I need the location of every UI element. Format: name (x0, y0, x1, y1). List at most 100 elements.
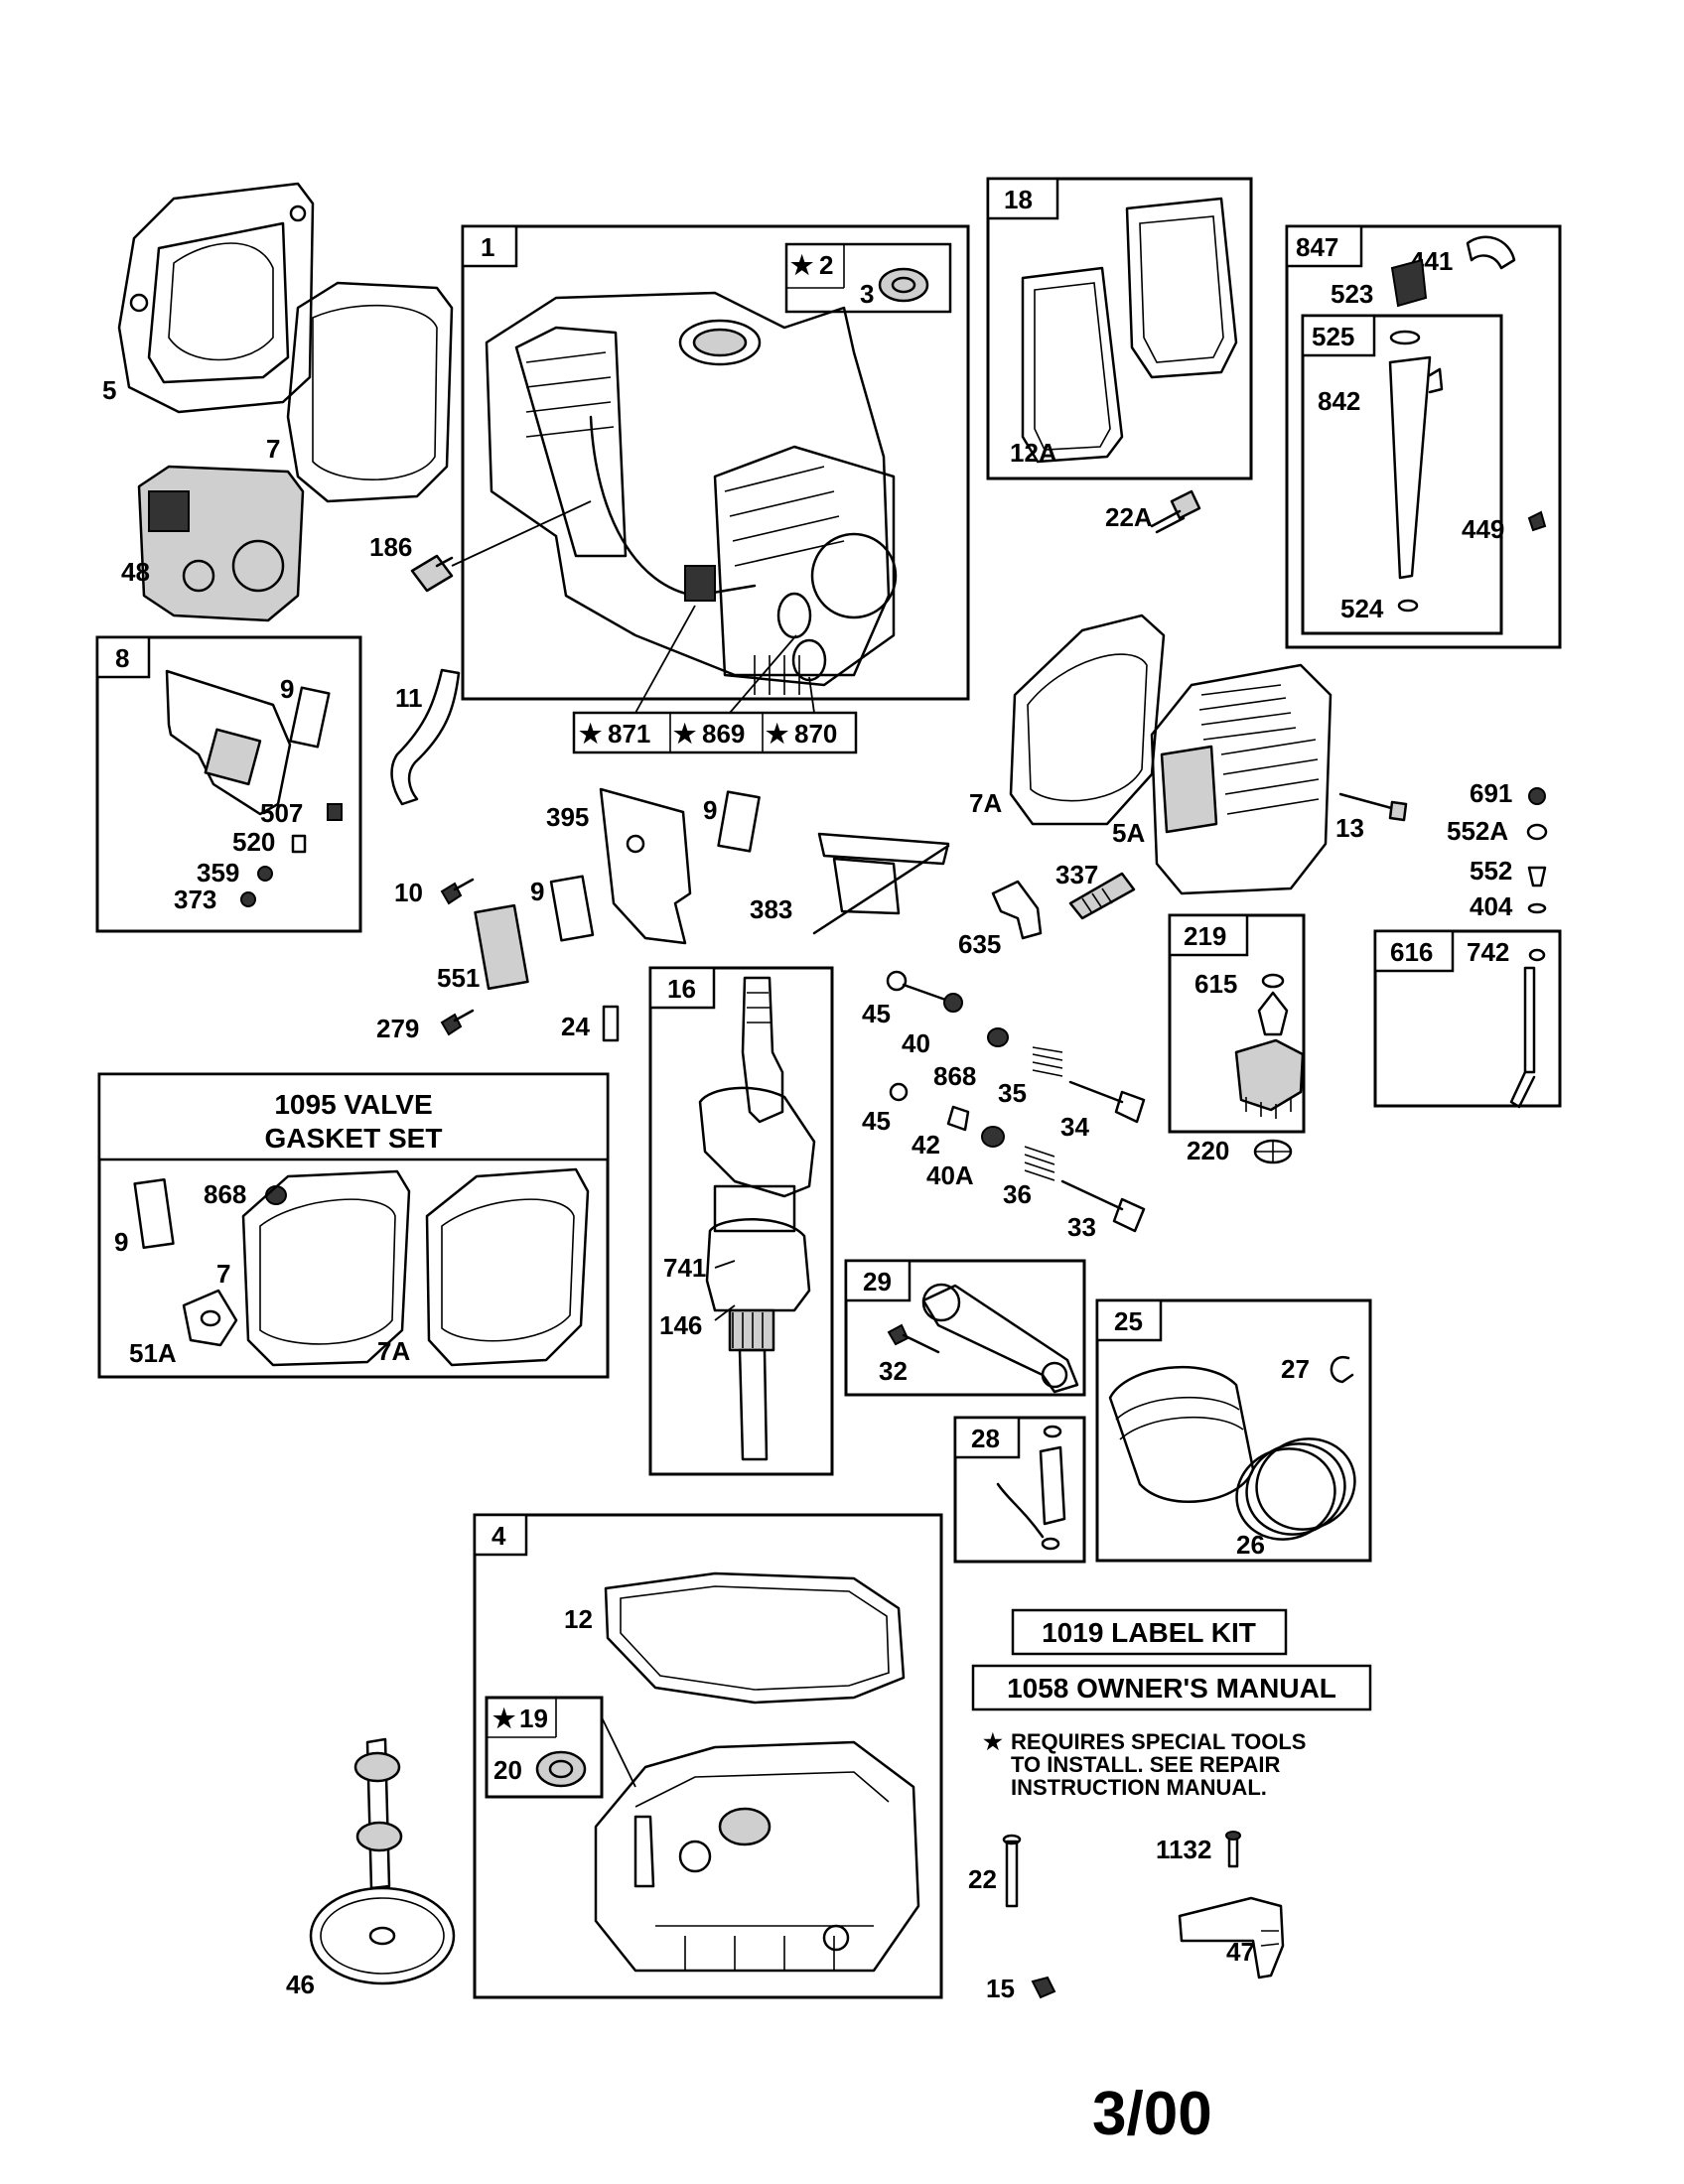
box-4-frame (473, 1513, 943, 1999)
gasket-9-center (717, 790, 761, 853)
breather-plate-395 (599, 787, 692, 945)
piston-pin-28 (996, 1425, 1066, 1551)
star-870: ★ (766, 719, 789, 749)
screw-1132 (1225, 1831, 1241, 1868)
label-22: 22 (968, 1864, 997, 1894)
label-842: 842 (1318, 386, 1360, 416)
camshaft-46 (309, 1737, 456, 1985)
label-47: 47 (1226, 1937, 1255, 1967)
label-742: 742 (1467, 937, 1509, 967)
box-616-frame (1373, 929, 1562, 1108)
plug-15 (1031, 1976, 1056, 1999)
label-635: 635 (958, 929, 1001, 959)
box-25-label: 25 (1114, 1306, 1143, 1336)
label-279: 279 (376, 1014, 419, 1043)
valve-train-lower (889, 1082, 1146, 1233)
label-523: 523 (1331, 279, 1373, 309)
label-46: 46 (286, 1970, 315, 1999)
label-32: 32 (879, 1356, 908, 1386)
label-9-box8: 9 (280, 674, 294, 704)
label-45-lower: 45 (862, 1106, 891, 1136)
note-line-1: REQUIRES SPECIAL TOOLS (1011, 1729, 1306, 1754)
label-868-upper: 868 (933, 1061, 976, 1091)
box-8-tag (95, 635, 151, 679)
governor-gear-219 (1234, 973, 1305, 1119)
box-525-label: 525 (1312, 322, 1354, 351)
box-19-label: 19 (519, 1704, 548, 1733)
label-10: 10 (394, 878, 423, 907)
fitting-186 (410, 500, 592, 593)
box-29-label: 29 (863, 1267, 892, 1297)
owners-manual-box (971, 1664, 1372, 1711)
clip-441 (1466, 235, 1516, 270)
label-868-set: 868 (204, 1179, 246, 1209)
box-870-label: 870 (794, 719, 837, 749)
box-16-label: 16 (667, 974, 696, 1004)
label-11: 11 (395, 683, 423, 713)
spark-plug-337 (1068, 872, 1136, 920)
label-615: 615 (1194, 969, 1237, 999)
box-8-label: 8 (115, 643, 129, 673)
label-7: 7 (266, 434, 280, 464)
label-359: 359 (197, 858, 239, 887)
label-22a: 22A (1105, 502, 1153, 532)
label-7a: 7A (969, 788, 1002, 818)
revision-date: 3/00 (1092, 2080, 1212, 2148)
piston-25 (1108, 1365, 1255, 1503)
elbow-635 (991, 880, 1043, 940)
label-kit-box (1011, 1608, 1288, 1656)
box-18-frame (986, 177, 1253, 480)
box-28-tag (953, 1416, 1021, 1459)
breather-tube-11 (390, 668, 461, 806)
box-19-frame (485, 1696, 604, 1799)
star-boxes-871-869-870 (572, 711, 858, 754)
box-219-tag (1168, 913, 1249, 957)
label-48: 48 (121, 557, 150, 587)
bolt-10 (440, 878, 475, 905)
bracket-47 (1178, 1896, 1285, 1979)
label-36: 36 (1003, 1179, 1032, 1209)
label-40a: 40A (926, 1160, 974, 1190)
gasket-12 (604, 1571, 906, 1705)
label-552: 552 (1470, 856, 1512, 886)
valve-gasket-set-title-1: 1095 VALVE (274, 1089, 432, 1120)
note-line-2: TO INSTALL. SEE REPAIR (1011, 1752, 1280, 1777)
box-847-tag (1285, 224, 1363, 268)
box-869-label: 869 (702, 719, 745, 749)
star-2: ★ (790, 250, 814, 280)
crankcase-cover-4 (594, 1740, 920, 1973)
box-4-label: 4 (491, 1521, 506, 1551)
crankshaft-16 (698, 976, 816, 1461)
box-871-label: 871 (608, 719, 650, 749)
box-28-label: 28 (971, 1424, 1000, 1453)
box-8-frame (95, 635, 362, 933)
label-220: 220 (1187, 1136, 1229, 1165)
box-1-frame (461, 224, 970, 701)
screw-279 (440, 1009, 475, 1036)
box-847-label: 847 (1296, 232, 1338, 262)
box-616-label: 616 (1390, 937, 1433, 967)
valve-gasket-set-title-2: GASKET SET (265, 1123, 443, 1154)
box-16-tag (648, 966, 716, 1010)
label-1132: 1132 (1156, 1835, 1211, 1864)
valve-train-upper (886, 970, 1146, 1124)
cylinder-block-1 (485, 291, 898, 695)
label-395: 395 (546, 802, 589, 832)
bolt-22a (1150, 489, 1201, 534)
box-4-tag (473, 1513, 528, 1557)
label-51a: 51A (129, 1338, 177, 1368)
label-15: 15 (986, 1974, 1015, 2003)
label-33: 33 (1067, 1212, 1096, 1242)
label-691: 691 (1470, 778, 1512, 808)
bolt-32 (887, 1323, 940, 1354)
label-20: 20 (493, 1755, 522, 1785)
bolt-13 (1338, 792, 1408, 822)
label-741: 741 (663, 1253, 706, 1283)
box-18-tag (986, 177, 1059, 220)
washer-220 (1253, 1139, 1293, 1164)
retainer-27 (1330, 1355, 1354, 1384)
seal-3 (878, 267, 929, 303)
box-16-frame (648, 966, 834, 1476)
star-869: ★ (673, 719, 697, 749)
